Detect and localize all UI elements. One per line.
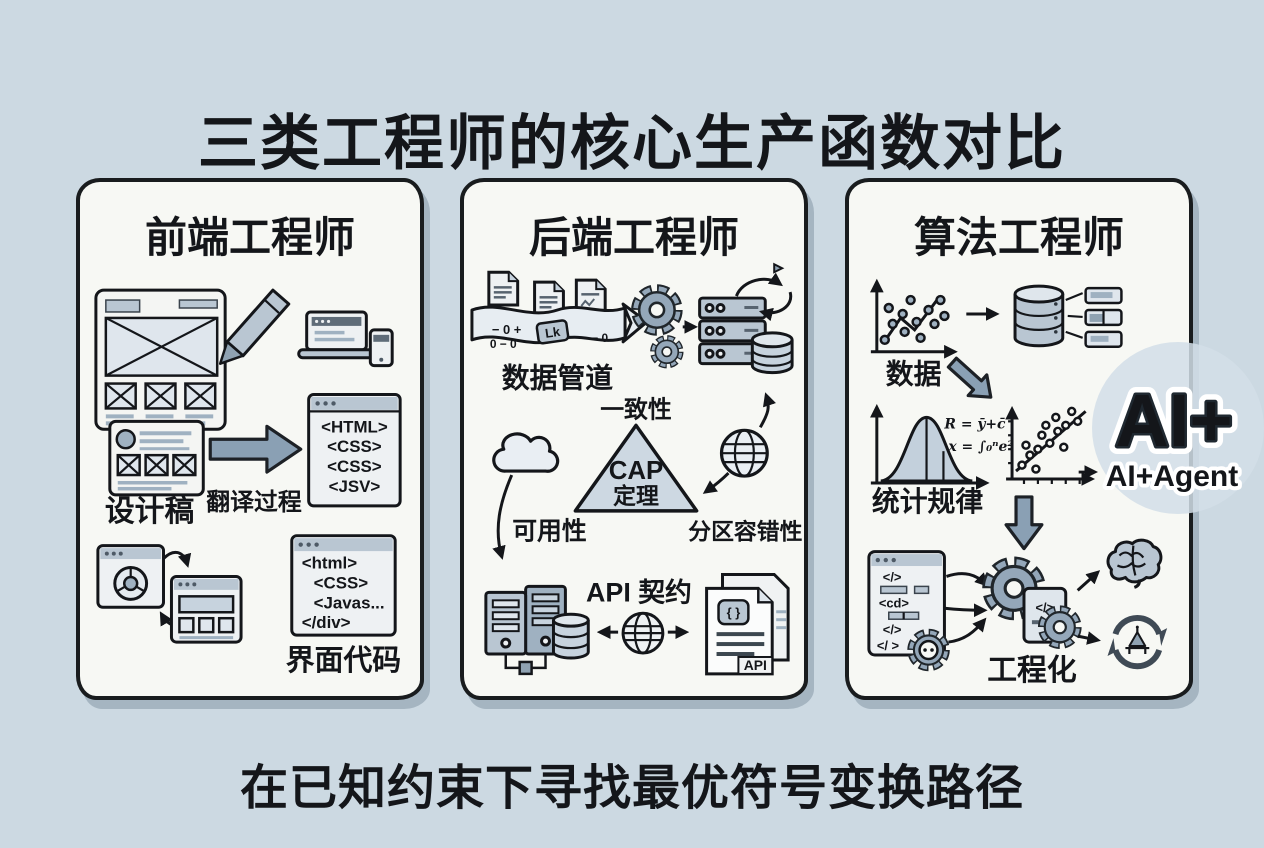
partition-label: 分区容错性 [688,519,802,545]
translate-process-label: 翻译过程 [206,489,302,516]
frontend-illustration: 设计稿 翻译过程 <HTML> <CSS> <CSS> <JSV> [94,288,402,677]
globe-up-arrow [758,392,777,429]
ai-badge-circle [1092,342,1264,514]
data-scatter-chart [869,278,958,359]
wireframe-small-icon [108,419,205,497]
code-line: </> [883,569,902,584]
pen-icon [218,288,291,365]
data-label: 数据 [886,359,942,390]
render-arrow [162,550,192,568]
code-window-html: <HTML> <CSS> <CSS> <JSV> [307,393,402,508]
ai-badge: AI+ AI+ AI+Agent AI+Agent [1076,338,1264,516]
panel-backend: 后端工程师 [460,178,808,700]
code-line: </ > [877,638,900,653]
cap-text: 定理 [613,483,659,509]
pipeline-gears-icon [637,290,680,365]
storage-db-icon [551,612,590,660]
ai-badge-text: AI+ [1115,379,1232,462]
code-line: <CSS> [314,573,369,592]
pipeline-label: 数据管道 [502,363,613,394]
server-rack-icon [698,296,767,366]
to-brain-arrow [1076,570,1101,592]
feature-db-icon [1013,284,1065,348]
formula-2: x = ∫₀ⁿe² [947,439,1013,455]
code-line: <HTML> [321,417,388,436]
footer-caption: 在已知约束下寻找最优符号变换路径 [239,762,1024,815]
backend-title: 后端工程师 [528,214,739,261]
cloud-icon [492,432,560,473]
smartphone-icon [368,328,394,368]
document-icons [487,270,607,317]
availability-label: 可用性 [512,518,587,546]
wireframe-large-icon [94,288,227,431]
laptop-icon [297,310,376,360]
pipeline-symbols: 0 − 0 [490,337,517,351]
ai-agent-text: AI+Agent [1106,460,1239,493]
api-doc-icon: { } API [705,572,790,676]
pipeline-db-icon [750,331,794,375]
pencil-icon [773,262,785,274]
pipeline-symbols: − 0 + [492,322,522,337]
stats-to-eng-arrow [1004,495,1044,551]
api-doc-label: API [744,657,767,673]
robot-icon [1125,625,1150,655]
page-title: 三类工程师的核心生产函数对比 [198,110,1066,178]
design-draft-label: 设计稿 [105,494,194,528]
algorithm-illustration: 数据 R = ȳ+c̄ x = ∫₀ⁿe² [867,278,1168,687]
pipeline-band: − 0 + 0 − 0 − 0 Lk [470,302,649,351]
ai-agent-halo: AI+Agent [1106,460,1239,493]
backend-illustration: − 0 + 0 − 0 − 0 Lk [470,262,803,676]
code-window-output: <html> <CSS> <Javas... </div> [290,534,397,637]
code-line: <cd> [879,595,910,610]
browser-window-icon [96,544,165,609]
cap-triangle: CAP 定理 [573,423,699,513]
engineering-gears-icon: </> [989,563,1077,644]
code-to-eng-arrow [948,617,987,644]
code-line: </div> [302,613,351,632]
code-to-eng-arrow [944,603,988,618]
globe-down-arrow [702,471,730,494]
retrain-cycle-icon [1107,615,1168,670]
sync-loop-arrow [735,262,793,322]
formula-1: R = ȳ+c̄ [943,416,1006,432]
ml-code-window: </> <cd> </> </ > [867,550,946,657]
feature-list-icon [1065,286,1123,349]
code-line: <JSV> [329,477,381,496]
engineering-label: 工程化 [987,654,1077,687]
ai-badge-halo: AI+ [1115,379,1232,462]
braces-badge: { } [727,605,741,620]
code-line: <Javas... [314,593,385,612]
panel-frontend: 前端工程师 [76,178,424,700]
code-line: <CSS> [327,437,382,456]
consistency-label: 一致性 [600,395,672,423]
ui-code-label: 界面代码 [286,645,401,677]
svg-text:Lk: Lk [544,324,562,341]
panel-algorithm: 算法工程师 [845,178,1193,700]
availability-curve [492,474,514,560]
bell-curve-chart [869,403,990,490]
chrome-icon [113,566,149,601]
globe-icon [719,428,769,478]
algorithm-title: 算法工程师 [913,214,1124,261]
smiley-gear-icon [912,633,945,666]
code-line: <html> [302,554,358,573]
pipeline-chip: Lk [535,319,570,345]
stats-label: 统计规律 [872,486,983,517]
api-globe-icon [621,611,665,655]
frontend-title: 前端工程师 [144,214,355,261]
regression-chart [1005,405,1096,486]
brain-icon [1106,538,1163,589]
code-to-eng-arrow [945,572,989,587]
result-window-icon [169,574,243,644]
api-contract-label: API 契约 [586,577,692,607]
translate-arrow [208,424,303,474]
to-cycle-arrow [1077,631,1101,645]
cap-text: CAP [609,457,664,485]
pipeline-symbols: − 0 [591,331,608,345]
code-line: </> [883,622,902,637]
code-line: <CSS> [327,457,382,476]
data-to-stats-arrow [946,356,993,399]
